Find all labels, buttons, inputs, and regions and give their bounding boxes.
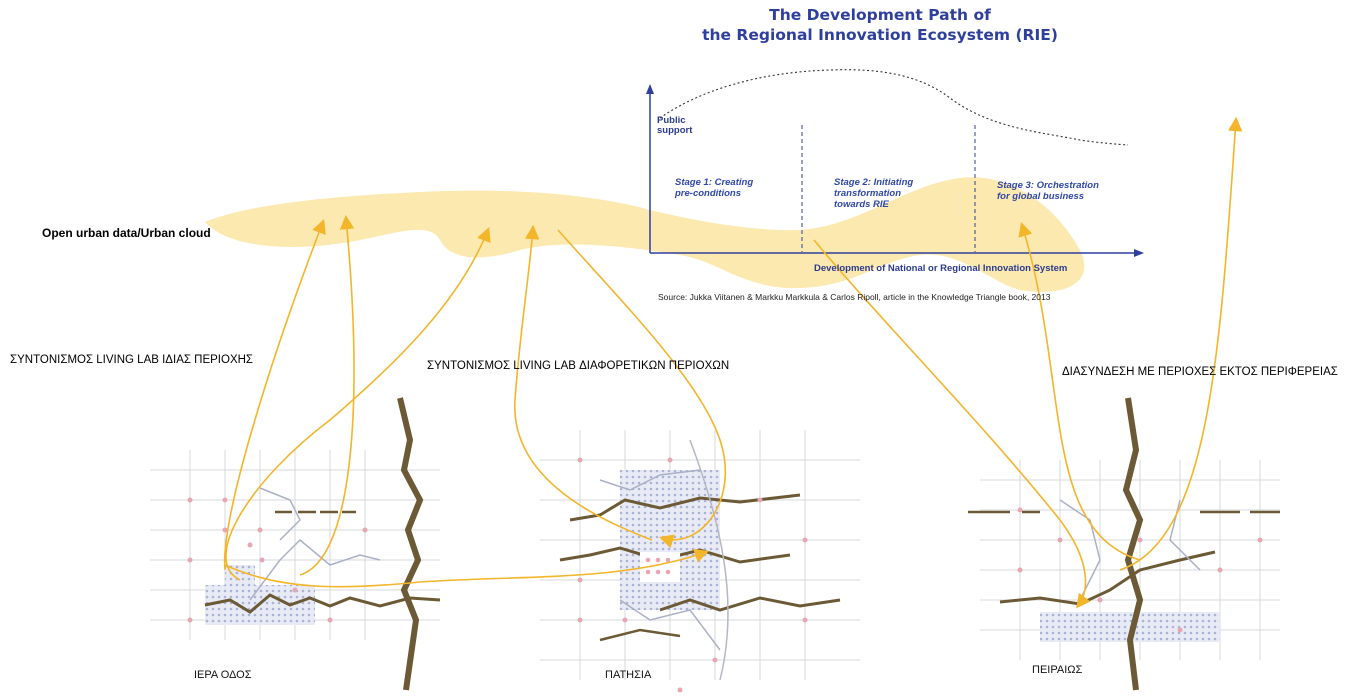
stage-3-label: Stage 3: Orchestration for global busine… <box>997 180 1099 202</box>
heading-outside-region: ΔΙΑΣΥΝΔΕΣΗ ΜΕ ΠΕΡΙΟΧΕΣ ΕΚΤΟΣ ΠΕΡΙΦΕΡΕΙΑΣ <box>1062 366 1338 378</box>
stage-2-label: Stage 2: Initiating transformation towar… <box>834 177 913 210</box>
stage-3-line-2: for global business <box>997 191 1085 202</box>
rie-y-axis-label-line-1: Public <box>657 115 686 126</box>
stage-1-line-2: pre-conditions <box>675 188 741 199</box>
rie-y-axis-label-line-2: support <box>657 125 693 136</box>
connection-arrows <box>223 116 1243 609</box>
arrow-iera-to-cloud-1 <box>223 219 326 571</box>
arrow-patisia-to-cloud <box>514 224 653 541</box>
arrow-iera-to-cloud-2 <box>299 214 355 576</box>
rie-x-axis-label: Development of National or Regional Inno… <box>814 263 1068 274</box>
rie-x-axis-arrow <box>1134 249 1144 257</box>
page-title-line-1: The Development Path of <box>769 6 991 24</box>
arrow-chart-to-peiraios <box>813 239 1091 609</box>
arrow-iera-loop-to-cloud <box>225 227 491 581</box>
stage-2-line-1: Stage 2: Initiating <box>834 177 914 188</box>
source-citation: Source: Jukka Viitanen & Markku Markkula… <box>658 292 1051 302</box>
arrow-peiraios-outside <box>1119 116 1243 571</box>
urban-cloud-label: Open urban data/Urban cloud <box>42 226 211 240</box>
map-patisia <box>540 430 860 693</box>
area-label-patisia: ΠΑΤΗΣΙΑ <box>605 669 652 681</box>
stage-2-line-3: towards RIE <box>834 199 889 210</box>
stage-2-line-2: transformation <box>834 188 902 199</box>
urban-cloud-band <box>205 177 1085 292</box>
arrow-cloud-to-patisia <box>557 229 726 549</box>
rie-chart <box>646 69 1144 257</box>
public-support-curve <box>659 69 1129 146</box>
rie-y-axis-arrow <box>646 84 654 94</box>
area-label-peiraios: ΠΕΙΡΑΙΩΣ <box>1032 664 1083 676</box>
arrow-iera-to-patisia <box>224 548 710 588</box>
heading-different-areas: ΣΥΝΤΟΝΙΣΜΟΣ LIVING LAB ΔΙΑΦΟΡΕΤΙΚΩΝ ΠΕΡΙ… <box>427 360 730 372</box>
heading-same-area: ΣΥΝΤΟΝΙΣΜΟΣ LIVING LAB ΙΔΙΑΣ ΠΕΡΙΟΧΗΣ <box>10 354 254 366</box>
map-peiraios <box>968 397 1280 691</box>
arrow-peiraios-to-stage3 <box>1018 221 1141 561</box>
stage-1-label: Stage 1: Creating pre-conditions <box>675 177 753 199</box>
stage-3-line-1: Stage 3: Orchestration <box>997 180 1099 191</box>
rie-y-axis-label: Public support <box>657 116 692 136</box>
map-iera-odos <box>150 397 441 691</box>
page-title-line-2: the Regional Innovation Ecosystem (RIE) <box>702 26 1058 44</box>
area-label-iera-odos: ΙΕΡΑ ΟΔΟΣ <box>194 669 252 681</box>
stage-1-line-1: Stage 1: Creating <box>675 177 754 188</box>
